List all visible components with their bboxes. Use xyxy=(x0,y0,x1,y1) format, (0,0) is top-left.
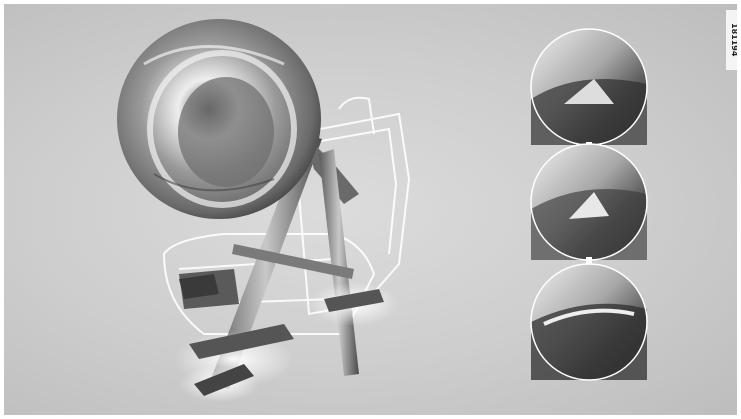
detail-circle-middle xyxy=(531,144,647,260)
illustration-canvas xyxy=(4,4,737,415)
detail-circle-bottom xyxy=(531,264,647,380)
illustration-frame: 181194 xyxy=(4,4,737,415)
detail-circle-top xyxy=(531,29,647,145)
figure-reference-code: 181194 xyxy=(726,10,737,70)
airbag xyxy=(117,19,321,219)
